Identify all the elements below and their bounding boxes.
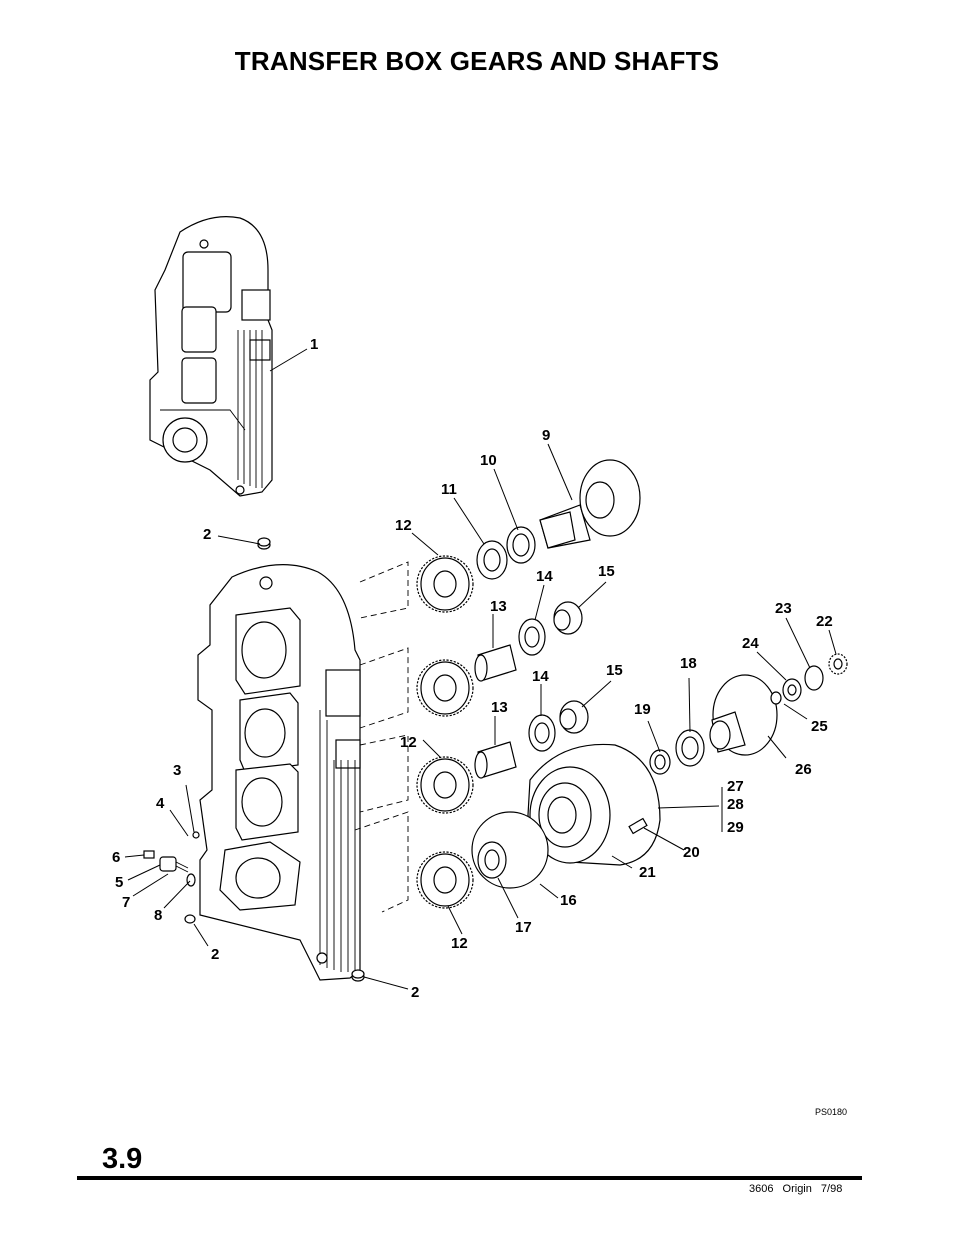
bolt-20: [628, 817, 648, 835]
callout-5: 5: [115, 874, 123, 891]
assembly-lines: [354, 561, 409, 913]
image-reference: PS0180: [815, 1107, 848, 1117]
callout-14-upper: 14: [536, 568, 553, 585]
callout-4: 4: [156, 795, 165, 812]
callout-7: 7: [122, 894, 130, 911]
callout-2-left: 2: [211, 946, 219, 963]
leader-lines: [124, 348, 837, 990]
bearing-11: [476, 540, 508, 580]
callout-17: 17: [515, 919, 532, 936]
spacer-19: [649, 749, 671, 775]
gear-lower: [416, 851, 474, 909]
callout-22: 22: [816, 613, 833, 630]
cap-15-upper: [553, 601, 583, 635]
bearing-14-lower: [528, 714, 556, 752]
callout-9: 9: [542, 427, 550, 444]
gear-upper: [416, 555, 474, 613]
gear-middle-2: [416, 756, 474, 814]
callout-19: 19: [634, 701, 651, 718]
assembled-transfer-box-housing: [149, 216, 273, 497]
callout-24: 24: [742, 635, 759, 652]
callout-23: 23: [775, 600, 792, 617]
callout-16: 16: [560, 892, 577, 909]
footer-rule: [77, 1176, 862, 1180]
bearing-14-upper: [518, 618, 546, 656]
shaft-13-lower: [474, 741, 517, 779]
callout-18: 18: [680, 655, 697, 672]
callout-labels: 1 2 2 2 3 4 5 6 7 8 9 10 11 12 12 12 13 …: [112, 336, 833, 1001]
ring-23: [804, 665, 824, 691]
callout-11: 11: [441, 481, 457, 498]
nut-22: [828, 653, 848, 675]
oring-25: [770, 691, 782, 705]
cover-21: [527, 743, 661, 866]
callout-13-upper: 13: [490, 598, 507, 615]
callout-20: 20: [683, 844, 700, 861]
callout-27: 27: [727, 778, 744, 795]
callout-12-top: 12: [395, 517, 412, 534]
flange-26: [709, 674, 778, 756]
callout-1: 1: [310, 336, 318, 353]
callout-15-upper: 15: [598, 563, 615, 580]
callout-13-lower: 13: [491, 699, 508, 716]
callout-21: 21: [639, 864, 656, 881]
callout-8: 8: [154, 907, 162, 924]
bearing-17: [477, 841, 507, 879]
bearing-10: [506, 526, 536, 564]
callout-14-lower: 14: [532, 668, 549, 685]
callout-2-top: 2: [203, 526, 211, 543]
callout-12-bottom: 12: [451, 935, 468, 952]
callout-3: 3: [173, 762, 181, 779]
callout-26: 26: [795, 761, 812, 778]
callout-6: 6: [112, 849, 120, 866]
callout-10: 10: [480, 452, 497, 469]
callout-25: 25: [811, 718, 828, 735]
transfer-box-housing-exploded: [197, 564, 361, 981]
output-shaft-flange: [539, 459, 641, 549]
page-title: TRANSFER BOX GEARS AND SHAFTS: [234, 46, 720, 76]
callout-2-bottom: 2: [411, 984, 419, 1001]
washer-24: [782, 678, 802, 702]
shaft-13-upper: [474, 644, 517, 682]
cap-15-lower: [559, 700, 589, 734]
callout-28: 28: [727, 796, 744, 813]
footer-text: 3606 Origin 7/98: [749, 1183, 843, 1195]
section-number: 3.9: [102, 1143, 143, 1175]
gear-middle-1: [416, 659, 474, 717]
callout-15-lower: 15: [606, 662, 623, 679]
bearing-18: [675, 729, 705, 767]
callout-29: 29: [727, 819, 744, 836]
callout-12-middle: 12: [400, 734, 417, 751]
small-hardware: [143, 537, 365, 982]
